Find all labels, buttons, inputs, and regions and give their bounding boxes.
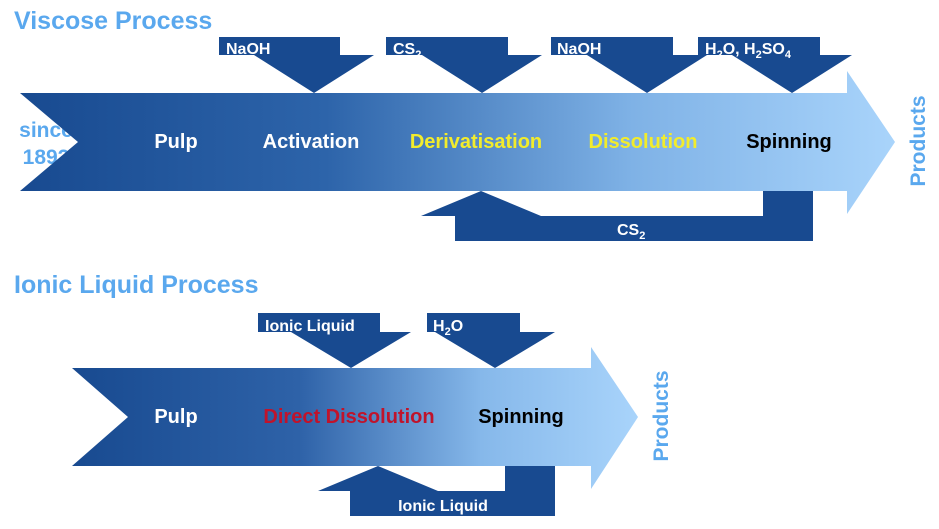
cs2-input-arrow [386,37,542,93]
ionic-stage-direct-dissolution: Direct Dissolution [263,406,434,428]
ionic-liquid-recycle-label: Ionic Liquid [398,498,488,515]
ionic-stage-spinning: Spinning [478,406,564,428]
h2o-input-label: H2O [433,318,463,338]
ionic-process-arrow [72,347,638,489]
ionic-liquid-input-label: Ionic Liquid [265,318,355,335]
cs2-input-label: CS2 [393,41,421,61]
ionic-products-label: Products [650,370,673,461]
naoh-input-arrow-2 [551,37,707,93]
cs2-recycle-arrow [421,191,813,241]
ionic-liquid-recycle-arrow [318,466,555,516]
viscose-title: Viscose Process [14,7,212,35]
stage-activation: Activation [263,131,360,153]
naoh-input-arrow-1 [219,37,374,93]
stage-derivatisation: Derivatisation [410,131,542,153]
cs2-recycle-label: CS2 [617,222,645,242]
ionic-stage-pulp: Pulp [154,406,197,428]
stage-dissolution: Dissolution [589,131,698,153]
viscose-products-label: Products [907,95,930,186]
stage-spinning: Spinning [746,131,832,153]
h2o-input-arrow [427,313,555,368]
ionic-liquid-input-arrow [258,313,411,368]
naoh-input-label-1: NaOH [226,41,270,58]
stage-pulp: Pulp [154,131,197,153]
viscose-process-arrow [20,71,895,214]
h2o-h2so4-input-label: H2O, H2SO4 [705,41,792,61]
ionic-title: Ionic Liquid Process [14,271,259,299]
h2o-h2so4-input-arrow [698,37,852,93]
naoh-input-label-2: NaOH [557,41,601,58]
